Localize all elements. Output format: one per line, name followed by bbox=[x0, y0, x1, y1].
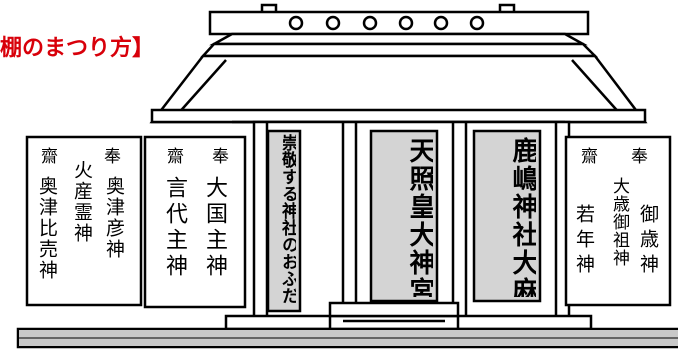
second-plaque-header-left: 齋 bbox=[163, 147, 183, 164]
katsuogi-6 bbox=[469, 15, 485, 31]
amulet-left-text: 崇敬する神社のおふだ bbox=[278, 134, 296, 304]
roof-top-band bbox=[209, 32, 588, 46]
katsuogi-3 bbox=[362, 15, 378, 31]
katsuogi-4 bbox=[398, 15, 414, 31]
right-plaque-header-left: 齋 bbox=[577, 147, 597, 164]
eave-beam bbox=[150, 108, 647, 124]
amulet-right-frame bbox=[472, 129, 542, 303]
shrine-base-step bbox=[224, 314, 593, 331]
right-plaque-header-right: 奉 bbox=[627, 147, 647, 164]
katsuogi-1 bbox=[288, 15, 304, 31]
right-plaque-col3: 若年神 bbox=[573, 204, 595, 279]
left-plaque-col3: 奥津比売神 bbox=[36, 176, 58, 281]
shrine-stair-top bbox=[328, 301, 460, 318]
amulet-right-text: 鹿嶋神社大麻 bbox=[508, 137, 536, 297]
left-plaque-col2: 火産霊神 bbox=[71, 160, 93, 244]
katsuogi-5 bbox=[433, 15, 449, 31]
right-plaque-board bbox=[564, 135, 672, 307]
amulet-center-frame bbox=[369, 129, 439, 303]
left-plaque-col1: 奥津彦神 bbox=[103, 176, 125, 260]
katsuogi-2 bbox=[325, 15, 341, 31]
left-plaque-board bbox=[25, 135, 143, 307]
left-plaque-header-right: 奉 bbox=[100, 147, 120, 164]
right-plaque-col1: 御歳神 bbox=[637, 204, 659, 279]
diagram-title: 棚のまつり方】 bbox=[0, 36, 155, 61]
right-plaque-col2: 大歳御祖神 bbox=[609, 177, 629, 267]
left-plaque-header-left: 齋 bbox=[37, 147, 57, 164]
roof-upper-band bbox=[200, 42, 599, 58]
second-plaque-col1: 大国主神 bbox=[202, 176, 227, 280]
second-plaque-board bbox=[143, 135, 247, 309]
second-plaque-col2: 言代主神 bbox=[162, 176, 187, 280]
amulet-left-frame bbox=[266, 129, 302, 313]
second-plaque-header-right: 奉 bbox=[208, 147, 228, 164]
amulet-center-text: 天照皇大神宮 bbox=[405, 137, 433, 297]
